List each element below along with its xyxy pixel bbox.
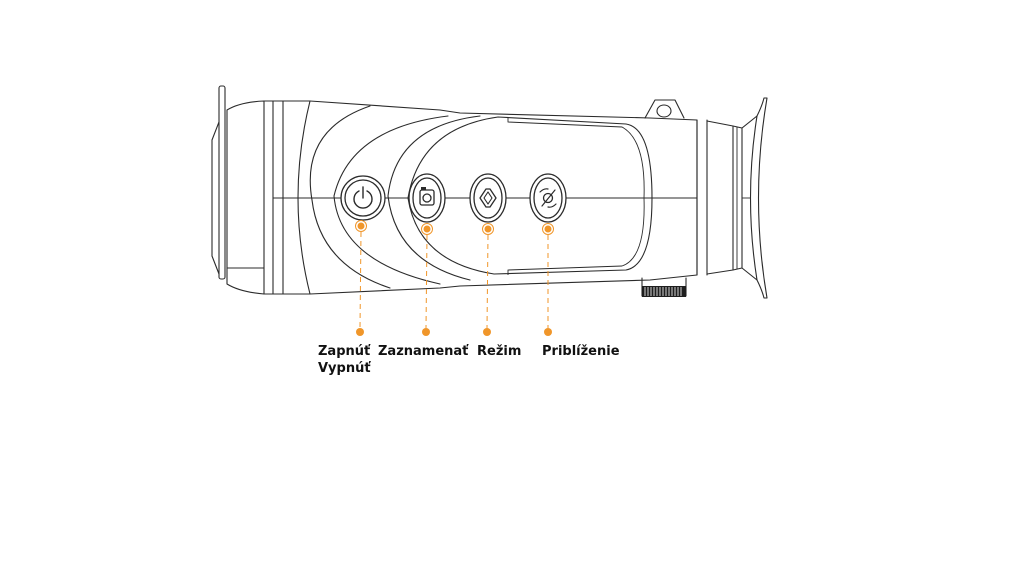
- zoom-icon: [539, 188, 557, 208]
- label-zoom-text: Priblíženie: [542, 344, 620, 359]
- strap-lug: [644, 99, 685, 119]
- label-power-off: Vypnúť: [318, 361, 371, 376]
- mode-diamond-icon: [479, 188, 497, 208]
- label-mode: Režim: [477, 343, 521, 360]
- power-icon: [353, 186, 373, 209]
- label-record: Zaznamenať: [378, 343, 468, 360]
- camera-icon: [419, 187, 435, 206]
- record-button[interactable]: [408, 173, 446, 223]
- power-button[interactable]: [340, 175, 386, 221]
- front-lens-cap: [211, 85, 226, 280]
- eyecup: [741, 97, 768, 299]
- front-body-section: [226, 100, 284, 295]
- callout-power: [355, 220, 367, 336]
- focus-wheel: [641, 277, 687, 297]
- label-zoom: Priblíženie: [542, 343, 620, 360]
- label-mode-text: Režim: [477, 344, 522, 359]
- label-power-on: Zapnúť: [318, 344, 371, 359]
- callout-zoom: [542, 223, 554, 336]
- mode-button[interactable]: [469, 173, 507, 223]
- zoom-button[interactable]: [529, 173, 567, 223]
- callout-mode: [482, 223, 494, 336]
- label-power: Zapnúť Vypnúť: [318, 343, 371, 377]
- callout-record: [421, 223, 433, 336]
- rear-section: [696, 119, 750, 276]
- label-record-text: Zaznamenať: [378, 344, 469, 359]
